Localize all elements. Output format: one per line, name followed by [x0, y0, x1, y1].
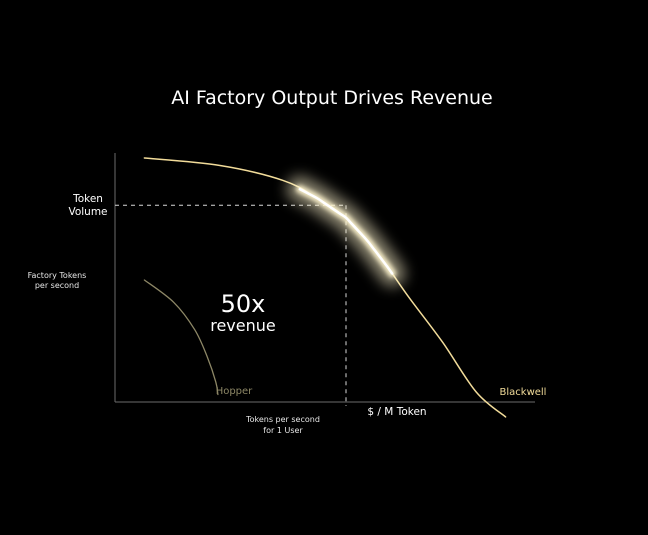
x-axis-label-line-2: for 1 User	[263, 426, 303, 435]
highlight-glow	[286, 176, 406, 287]
token-volume-label-line-1: Token	[72, 193, 103, 205]
y-axis-label: Factory Tokens per second	[28, 271, 87, 290]
chart-title: AI Factory Output Drives Revenue	[171, 87, 492, 109]
token-volume-label: Token Volume	[68, 193, 107, 218]
callout-value: 50x	[221, 290, 266, 318]
revenue-callout: 50x revenue	[210, 290, 276, 335]
axes	[114, 153, 535, 403]
series-label-blackwell: Blackwell	[500, 387, 547, 398]
y-axis-label-line-2: per second	[35, 281, 79, 290]
price-label: $ / M Token	[367, 406, 426, 418]
x-axis-label: Tokens per second for 1 User	[245, 415, 320, 435]
series-label-hopper: Hopper	[216, 386, 253, 397]
series-line-hopper	[143, 279, 219, 396]
glow-core	[298, 187, 394, 275]
token-volume-label-line-2: Volume	[68, 206, 107, 218]
callout-unit: revenue	[210, 316, 276, 335]
x-axis-label-line-1: Tokens per second	[245, 415, 320, 424]
y-axis-label-line-1: Factory Tokens	[28, 271, 87, 280]
